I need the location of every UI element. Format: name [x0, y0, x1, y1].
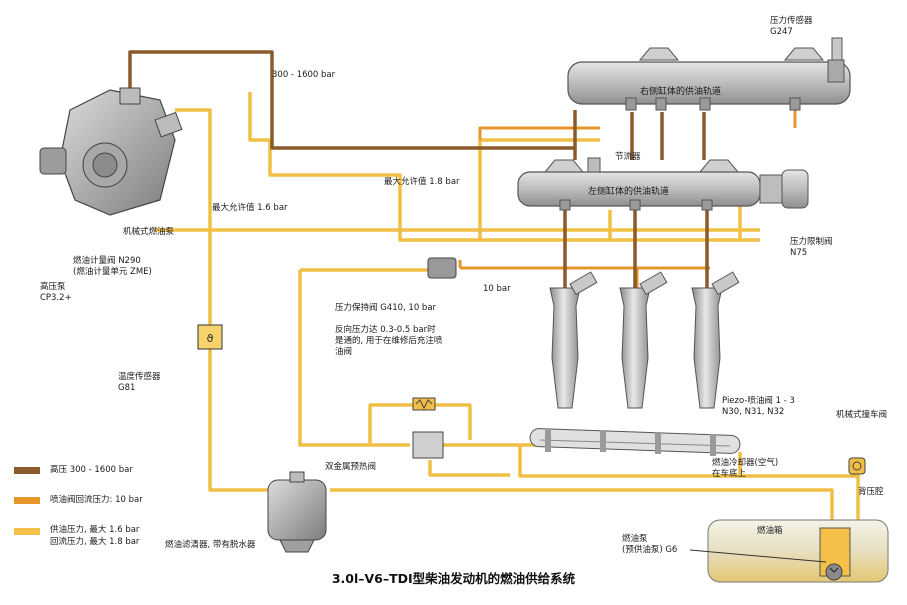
injector-3 [691, 271, 740, 409]
right-cylinder-rail [567, 37, 851, 111]
label-max-supply: 最大允许值 1.6 bar [212, 203, 288, 213]
label-pressure-300-1600: 300 - 1600 bar [272, 70, 336, 80]
label-reverse-pressure-note: 反向压力达 0.3-0.5 bar时是通的, 用于在维修后充注喷油阀 [335, 325, 443, 357]
legend-swatch-supply [14, 528, 40, 535]
legend-swatch-return [14, 497, 40, 504]
label-mech-pump: 机械式燃油泵 [123, 227, 175, 237]
fuel-tank [689, 519, 889, 583]
pressure-hold-valve [427, 257, 457, 279]
label-back-pressure: 背压腔 [858, 487, 884, 497]
label-10bar: 10 bar [483, 284, 511, 294]
label-pressure-hold-valve: 压力保持阀 G410, 10 bar [335, 303, 437, 313]
diagram-title: 3.0l–V6–TDI型柴油发动机的燃油供给系统 [331, 571, 576, 586]
label-max-return: 最大允许值 1.8 bar [384, 177, 460, 187]
label-fuel-cooler: 燃油冷却器(空气)在车底上 [712, 458, 779, 479]
label-fuel-filter: 燃油滤清器, 带有脱水器 [165, 540, 256, 550]
high-pressure-pump [39, 87, 183, 216]
injector-2 [619, 271, 668, 409]
label-left-rail: 左侧缸体的供油轨道 [588, 187, 670, 197]
injector-1 [549, 271, 598, 409]
legend-swatch-high [14, 467, 40, 474]
legend-high-text: 高压 300 - 1600 bar [50, 465, 133, 475]
vent-valve [848, 457, 866, 475]
label-fuel-tank: 燃油箱 [757, 526, 783, 536]
svg-text:ϑ: ϑ [207, 332, 214, 345]
fuel-cooler [529, 428, 741, 456]
label-right-rail: 右侧缸体的供油轨道 [640, 87, 722, 97]
supply-lines [155, 92, 860, 545]
label-fuel-pump: 燃油泵(预供油泵) G6 [622, 534, 678, 555]
label-throttle: 节流器 [615, 152, 641, 162]
fuel-filter [267, 471, 327, 553]
left-cylinder-rail [517, 157, 809, 211]
label-mech-vent-valve: 机械式撞车阀 [836, 410, 888, 420]
label-metering-valve: 燃油计量阀 N290(燃油计量单元 ZME) [73, 256, 152, 277]
bimetal-valve [412, 397, 444, 459]
label-bimetal-valve: 双金属预热阀 [325, 462, 377, 472]
temperature-sensor: ϑ [197, 324, 223, 350]
legend-return-text: 喷油阀回流压力: 10 bar [50, 495, 143, 505]
injectors [549, 271, 740, 409]
high-pressure-lines [128, 50, 709, 290]
